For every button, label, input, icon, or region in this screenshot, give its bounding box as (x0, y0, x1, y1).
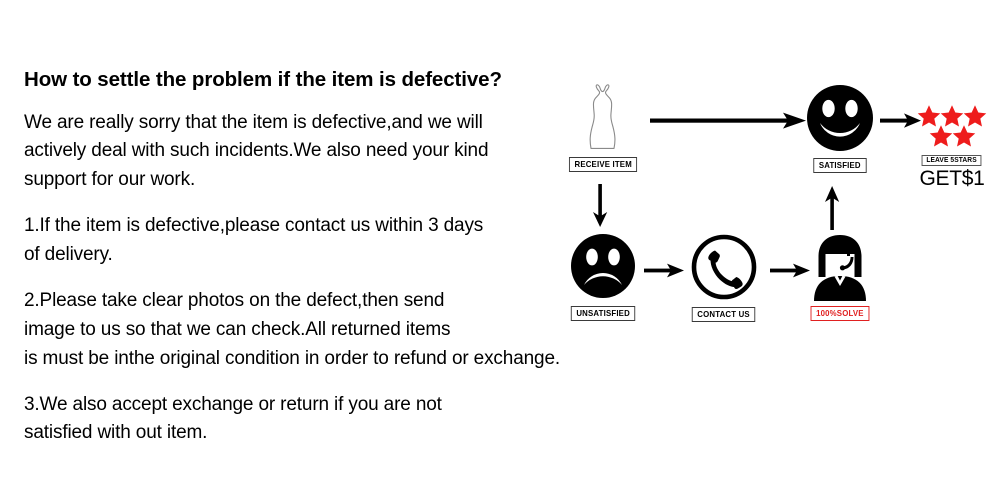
get-cash-label: GET$1 (919, 167, 985, 190)
arrow-receive-to-unsatisfied (588, 184, 614, 233)
flow-node-label: UNSATISFIED (570, 306, 636, 321)
flow-node-unsatisfied[interactable]: UNSATISFIED (548, 233, 658, 321)
arrow-satisfied-to-stars (880, 108, 922, 139)
flow-node-label: SATISFIED (813, 158, 867, 173)
phone-icon (672, 234, 776, 304)
support-agent-icon (790, 233, 890, 303)
flow-node-label: RECEIVE ITEM (568, 157, 638, 172)
paragraph-line: is must be inthe original condition in o… (24, 347, 560, 369)
star-icon (940, 105, 964, 127)
arrow-contact-to-solve (770, 258, 812, 289)
star-icon (929, 125, 952, 147)
paragraph-line: actively deal with such incidents.We als… (24, 140, 489, 162)
flow-node-receive-item[interactable]: RECEIVE ITEM (548, 82, 658, 172)
paragraph-line: of delivery. (24, 244, 113, 266)
flow-node-label: 100%SOLVE (810, 306, 870, 321)
arrow-solve-to-satisfied (820, 184, 846, 235)
paragraph-line: image to us so that we can check.All ret… (24, 318, 451, 340)
star-icon (952, 125, 975, 147)
flow-node-label: CONTACT US (692, 307, 756, 322)
paragraph-line: 1.If the item is defective,please contac… (24, 215, 484, 237)
flow-node-solve[interactable]: 100%SOLVE (790, 233, 890, 321)
arrow-unsatisfied-to-contact (644, 258, 686, 289)
sad-face-icon (548, 233, 658, 303)
dress-icon (548, 82, 658, 154)
paragraph-step-1: 1.If the item is defective,please contac… (24, 212, 664, 270)
paragraph-step-3: 3.We also accept exchange or return if y… (24, 391, 664, 449)
paragraph-apology: We are really sorry that the item is def… (24, 109, 664, 196)
smiley-face-icon (790, 83, 890, 155)
paragraph-step-2: 2.Please take clear photos on the defect… (24, 287, 664, 374)
arrow-receive-to-satisfied (650, 108, 808, 139)
paragraph-line: 2.Please take clear photos on the defect… (24, 289, 445, 311)
flow-node-contact-us[interactable]: CONTACT US (672, 234, 776, 322)
paragraph-line: 3.We also accept exchange or return if y… (24, 393, 442, 415)
star-icon (963, 105, 987, 127)
page-title: How to settle the problem if the item is… (24, 68, 502, 91)
leave-five-stars-badge: LEAVE 5STARS (922, 155, 982, 166)
paragraph-line: satisfied with out item. (24, 422, 208, 444)
paragraph-line: We are really sorry that the item is def… (24, 111, 483, 133)
flow-node-satisfied[interactable]: SATISFIED (790, 83, 890, 173)
policy-text-column: How to settle the problem if the item is… (24, 68, 664, 465)
paragraph-line: support for our work. (24, 169, 196, 191)
